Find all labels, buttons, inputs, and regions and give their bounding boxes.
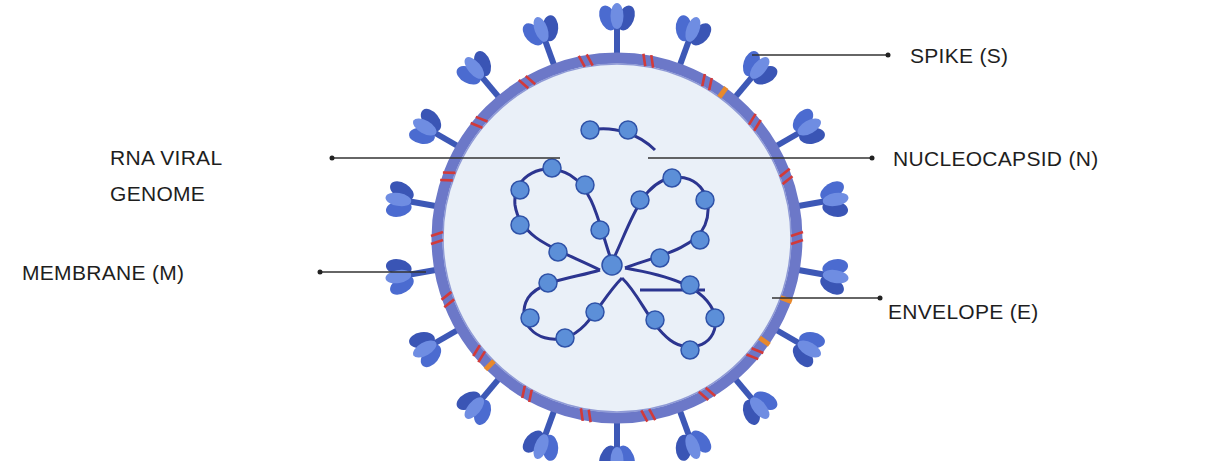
part-label: MEMBRANE (M) <box>22 255 184 291</box>
part-label: NUCLEOCAPSID (N) <box>893 141 1099 177</box>
part-label: ENVELOPE (E) <box>888 294 1039 330</box>
part-label: RNA VIRAL GENOME <box>110 140 275 212</box>
part-label: SPIKE (S) <box>910 38 1008 74</box>
leader-line <box>320 55 888 298</box>
